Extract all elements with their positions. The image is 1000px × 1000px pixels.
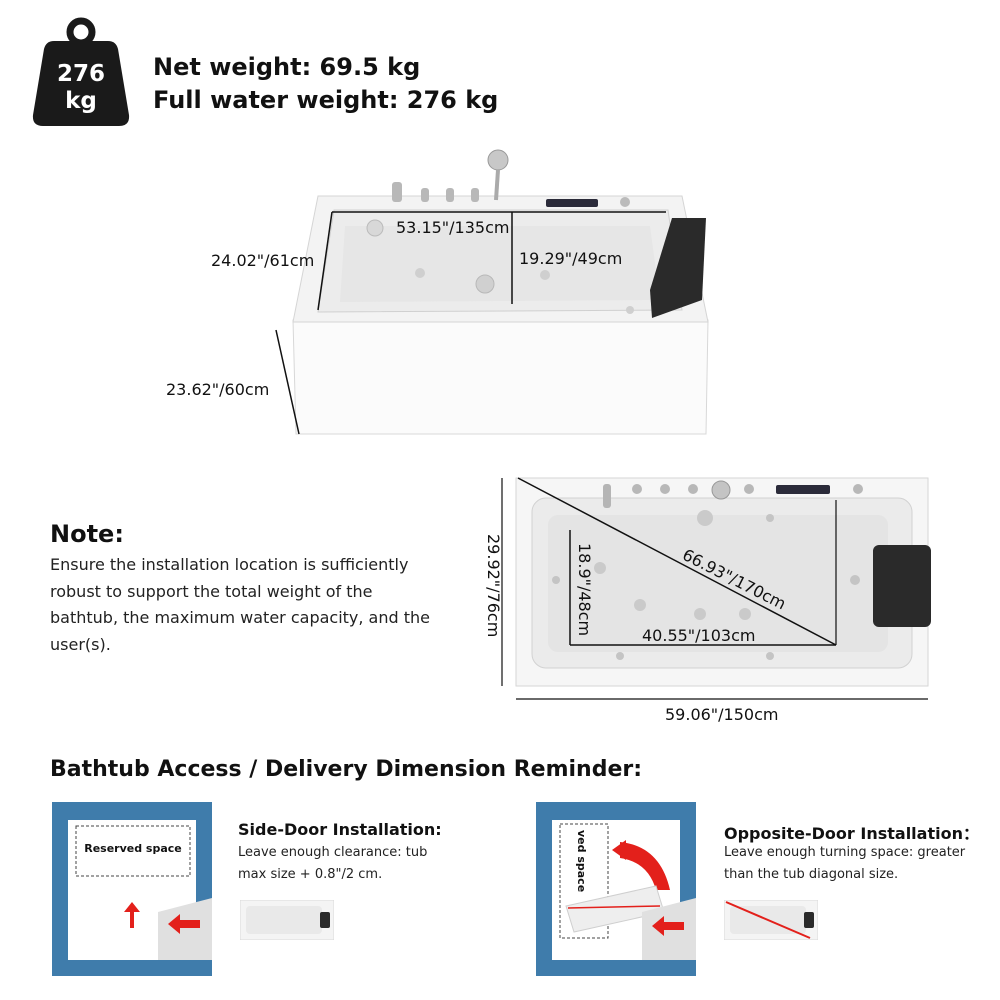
dim-plan-width: 29.92"/76cm: [484, 534, 503, 638]
opposite-door-reserved-label: ved space: [575, 830, 588, 893]
full-water-weight: Full water weight: 276 kg: [153, 86, 499, 114]
dim-plan-inner-width: 18.9"/48cm: [575, 543, 594, 637]
dim-height: 24.02"/61cm: [211, 251, 315, 270]
opposite-door-title: Opposite-Door Installation：: [724, 824, 979, 843]
side-door-diagram: [52, 802, 212, 976]
side-door-description: Leave enough clearance: tub max size + 0…: [238, 845, 428, 882]
opposite-door-tub-image: [724, 900, 818, 940]
weight-icon: 276 kg: [32, 15, 130, 127]
dim-plan-inner-length: 40.55"/103cm: [642, 626, 756, 645]
opposite-door-diagram: [536, 802, 696, 976]
side-door-title: Side-Door Installation:: [238, 820, 442, 839]
weight-value: 276: [56, 61, 105, 87]
bathtub-plan-image: [501, 477, 931, 700]
note-title: Note:: [50, 520, 124, 548]
dim-width: 23.62"/60cm: [166, 380, 270, 399]
side-door-reserved-label: Reserved space: [84, 842, 182, 855]
access-section-title: Bathtub Access / Delivery Dimension Remi…: [50, 757, 643, 782]
net-weight: Net weight: 69.5 kg: [153, 53, 421, 81]
weight-unit: kg: [65, 88, 97, 114]
dim-inner-length: 53.15"/135cm: [396, 218, 510, 237]
bathtub-perspective-image: [275, 149, 709, 435]
dim-inner-depth: 19.29"/49cm: [519, 249, 623, 268]
side-door-tub-image: [240, 900, 334, 940]
opposite-door-description: Leave enough turning space: greater than…: [724, 845, 966, 882]
dim-plan-length: 59.06"/150cm: [665, 705, 779, 724]
note-body: Ensure the installation location is suff…: [50, 555, 430, 654]
